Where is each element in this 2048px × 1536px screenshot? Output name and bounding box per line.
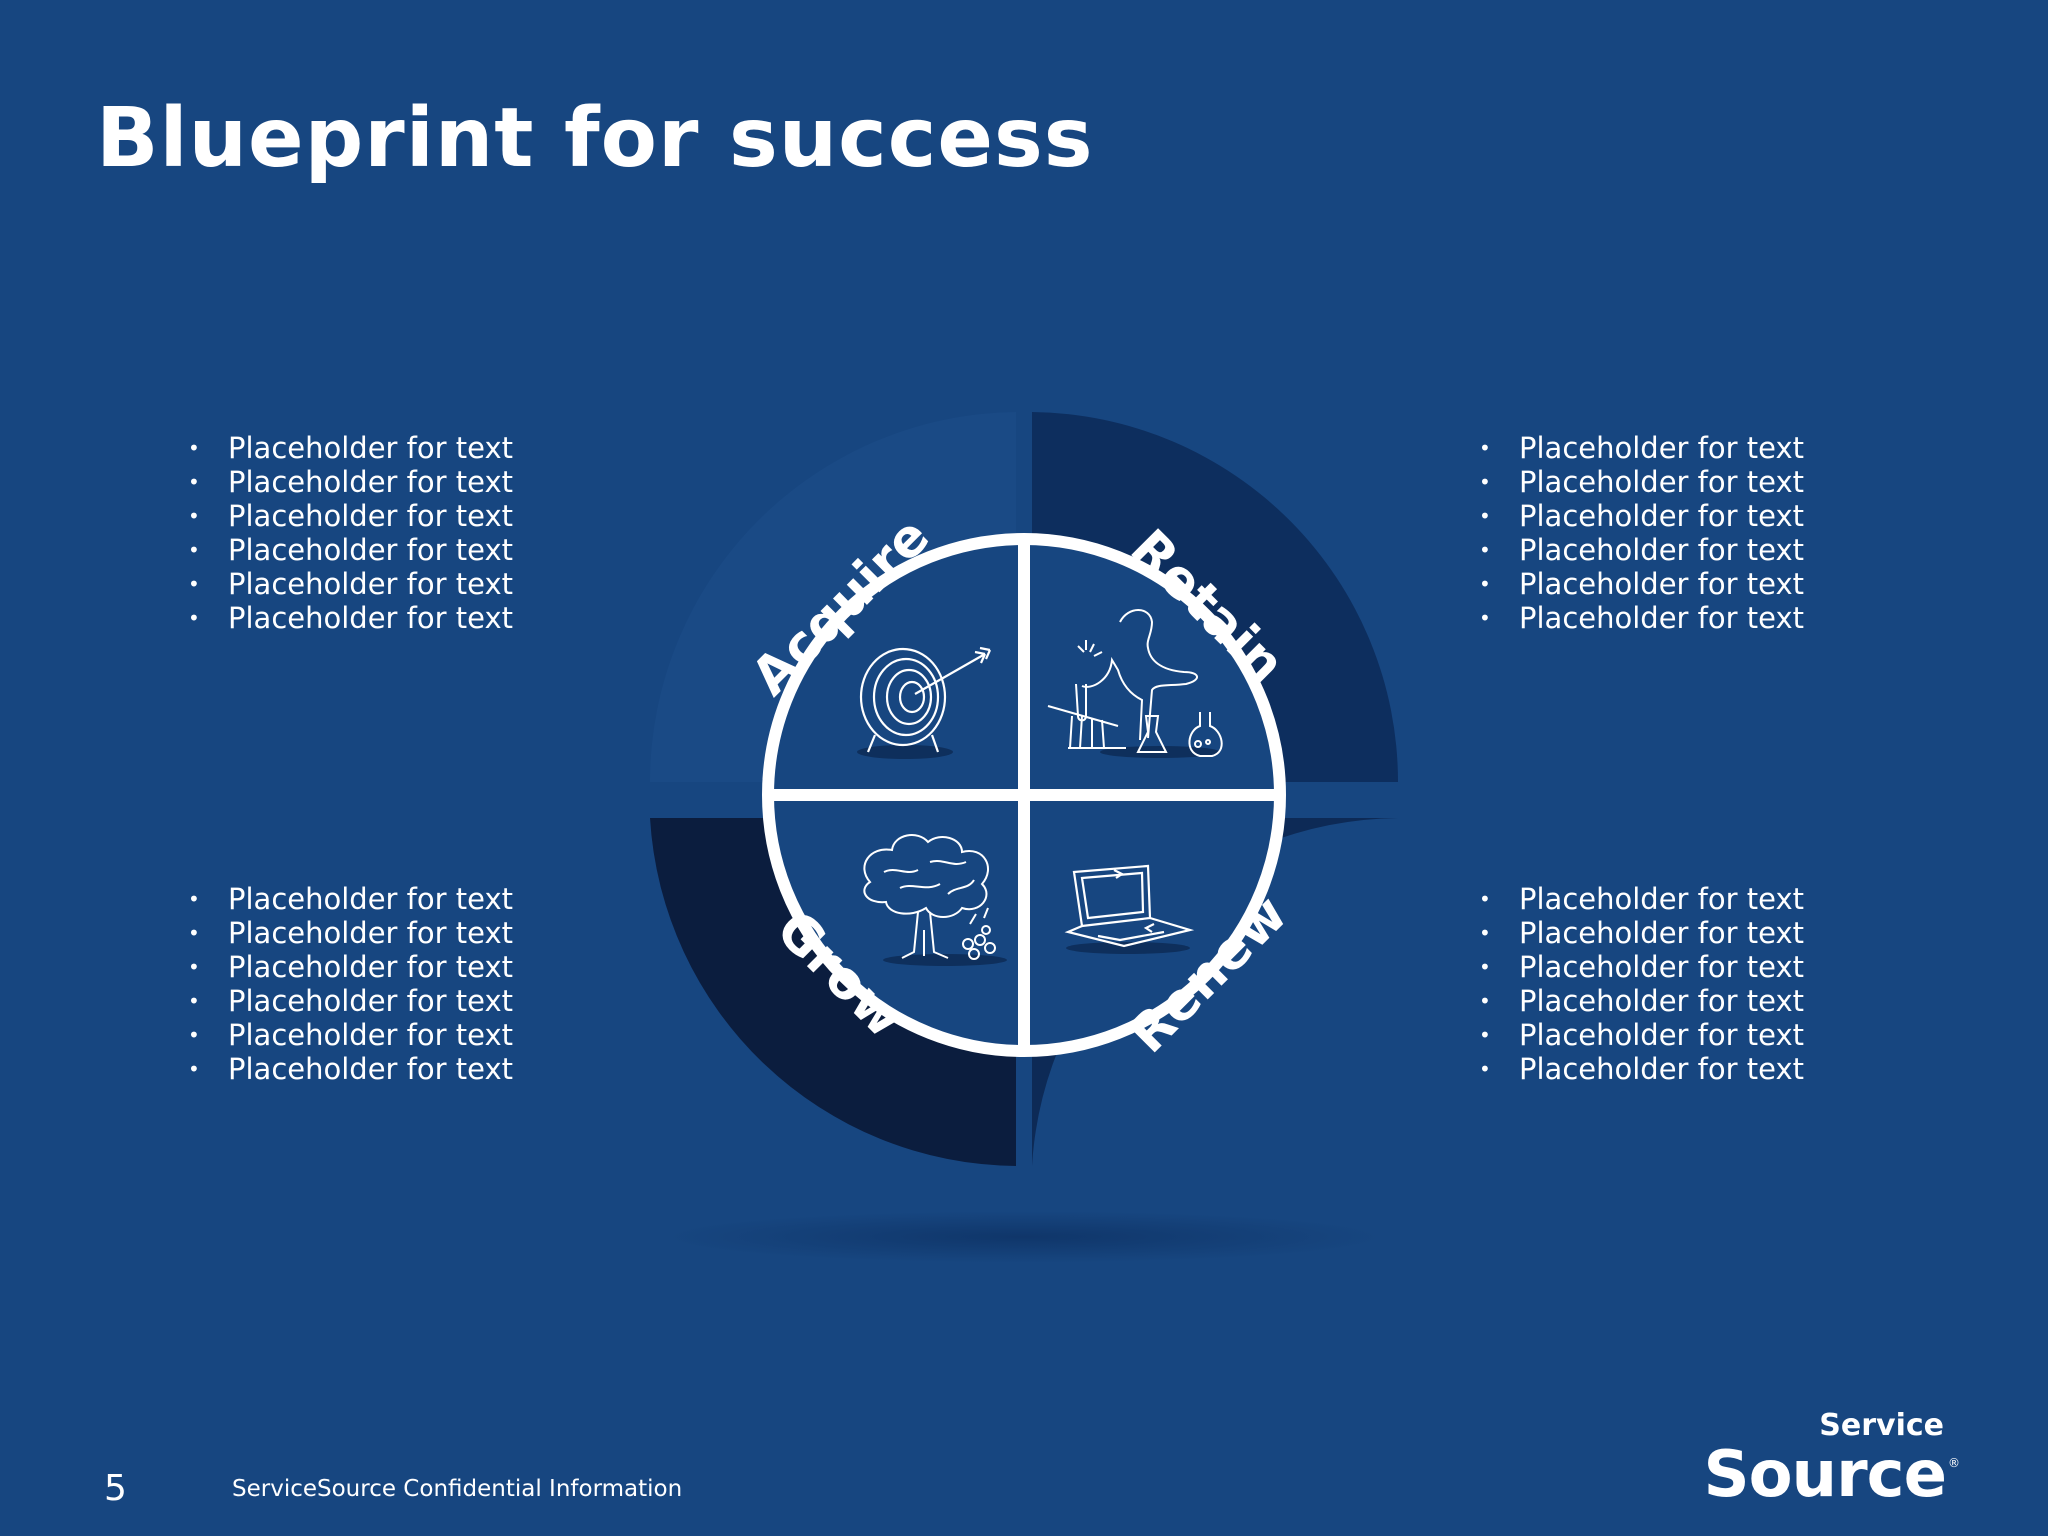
list-item: • Placeholder for text <box>1479 1018 1899 1052</box>
list-item: • Placeholder for text <box>188 916 608 950</box>
list-item: • Placeholder for text <box>1479 567 1899 601</box>
slide-title: Blueprint for success <box>96 91 1094 186</box>
servicesource-logo: Service Source ® <box>1700 1408 1960 1518</box>
bullet-text: Placeholder for text <box>1519 533 1805 567</box>
target-icon <box>857 646 992 759</box>
list-item: • Placeholder for text <box>1479 431 1899 465</box>
bullet-dot: • <box>1479 1023 1491 1047</box>
bullet-dot: • <box>188 887 200 911</box>
bullet-text: Placeholder for text <box>1519 950 1805 984</box>
bullet-dot: • <box>1479 504 1491 528</box>
list-item: • Placeholder for text <box>1479 882 1899 916</box>
bullet-text: Placeholder for text <box>228 950 514 984</box>
page-number: 5 <box>104 1468 127 1509</box>
bullet-text: Placeholder for text <box>228 916 514 950</box>
list-item: • Placeholder for text <box>188 567 608 601</box>
bullet-text: Placeholder for text <box>1519 567 1805 601</box>
bullet-text: Placeholder for text <box>228 1018 514 1052</box>
bullet-dot: • <box>188 572 200 596</box>
logo-text-service: Service <box>1819 1408 1944 1443</box>
bullet-text: Placeholder for text <box>1519 984 1805 1018</box>
bullet-text: Placeholder for text <box>1519 465 1805 499</box>
bullet-text: Placeholder for text <box>1519 1052 1805 1086</box>
retain-bullet-list: • Placeholder for text • Placeholder for t… <box>1479 431 1899 635</box>
list-item: • Placeholder for text <box>1479 1052 1899 1086</box>
bullet-text: Placeholder for text <box>1519 431 1805 465</box>
list-item: • Placeholder for text <box>1479 950 1899 984</box>
list-item: • Placeholder for text <box>188 465 608 499</box>
bullet-dot: • <box>1479 572 1491 596</box>
bullet-dot: • <box>1479 887 1491 911</box>
bullet-dot: • <box>188 989 200 1013</box>
list-item: • Placeholder for text <box>188 533 608 567</box>
list-item: • Placeholder for text <box>1479 533 1899 567</box>
list-item: • Placeholder for text <box>188 950 608 984</box>
renew-bullet-list: • Placeholder for text • Placeholder for t… <box>1479 882 1899 1086</box>
list-item: • Placeholder for text <box>188 499 608 533</box>
bullet-text: Placeholder for text <box>228 984 514 1018</box>
bullet-dot: • <box>188 504 200 528</box>
grow-bullet-list: • Placeholder for text • Placeholder for t… <box>188 882 608 1086</box>
acquire-bullet-list: • Placeholder for text • Placeholder for t… <box>188 431 608 635</box>
tree-icon <box>863 834 1007 966</box>
wheel-shadow <box>664 1211 1384 1263</box>
bullet-text: Placeholder for text <box>228 1052 514 1086</box>
bullet-dot: • <box>1479 955 1491 979</box>
list-item: • Placeholder for text <box>1479 916 1899 950</box>
bullet-dot: • <box>1479 538 1491 562</box>
bullet-text: Placeholder for text <box>1519 1018 1805 1052</box>
bullet-dot: • <box>1479 989 1491 1013</box>
list-item: • Placeholder for text <box>188 601 608 635</box>
bullet-dot: • <box>188 955 200 979</box>
bullet-dot: • <box>1479 470 1491 494</box>
bullet-text: Placeholder for text <box>228 465 514 499</box>
list-item: • Placeholder for text <box>1479 601 1899 635</box>
logo-text-source: Source <box>1703 1438 1947 1512</box>
bullet-text: Placeholder for text <box>228 533 514 567</box>
bullet-text: Placeholder for text <box>1519 882 1805 916</box>
bullet-text: Placeholder for text <box>228 567 514 601</box>
bullet-text: Placeholder for text <box>1519 916 1805 950</box>
bullet-text: Placeholder for text <box>228 499 514 533</box>
bullet-dot: • <box>1479 606 1491 630</box>
bullet-dot: • <box>1479 921 1491 945</box>
bullet-text: Placeholder for text <box>1519 601 1805 635</box>
bullet-text: Placeholder for text <box>228 601 514 635</box>
scientist-icon <box>1047 609 1223 758</box>
laptop-icon <box>1064 864 1195 954</box>
registered-mark: ® <box>1948 1456 1960 1470</box>
bullet-text: Placeholder for text <box>228 882 514 916</box>
list-item: • Placeholder for text <box>188 984 608 1018</box>
bullet-dot: • <box>188 921 200 945</box>
list-item: • Placeholder for text <box>188 1052 608 1086</box>
list-item: • Placeholder for text <box>188 882 608 916</box>
list-item: • Placeholder for text <box>1479 499 1899 533</box>
bullet-dot: • <box>188 1023 200 1047</box>
bullet-dot: • <box>188 470 200 494</box>
bullet-dot: • <box>188 606 200 630</box>
bullet-dot: • <box>188 436 200 460</box>
bullet-dot: • <box>188 1057 200 1081</box>
bullet-dot: • <box>1479 1057 1491 1081</box>
bullet-text: Placeholder for text <box>1519 499 1805 533</box>
list-item: • Placeholder for text <box>1479 984 1899 1018</box>
bullet-text: Placeholder for text <box>228 431 514 465</box>
footer-confidential-note: ServiceSource Confidential Information <box>232 1476 683 1502</box>
bullet-dot: • <box>1479 436 1491 460</box>
list-item: • Placeholder for text <box>188 431 608 465</box>
bullet-dot: • <box>188 538 200 562</box>
list-item: • Placeholder for text <box>188 1018 608 1052</box>
list-item: • Placeholder for text <box>1479 465 1899 499</box>
